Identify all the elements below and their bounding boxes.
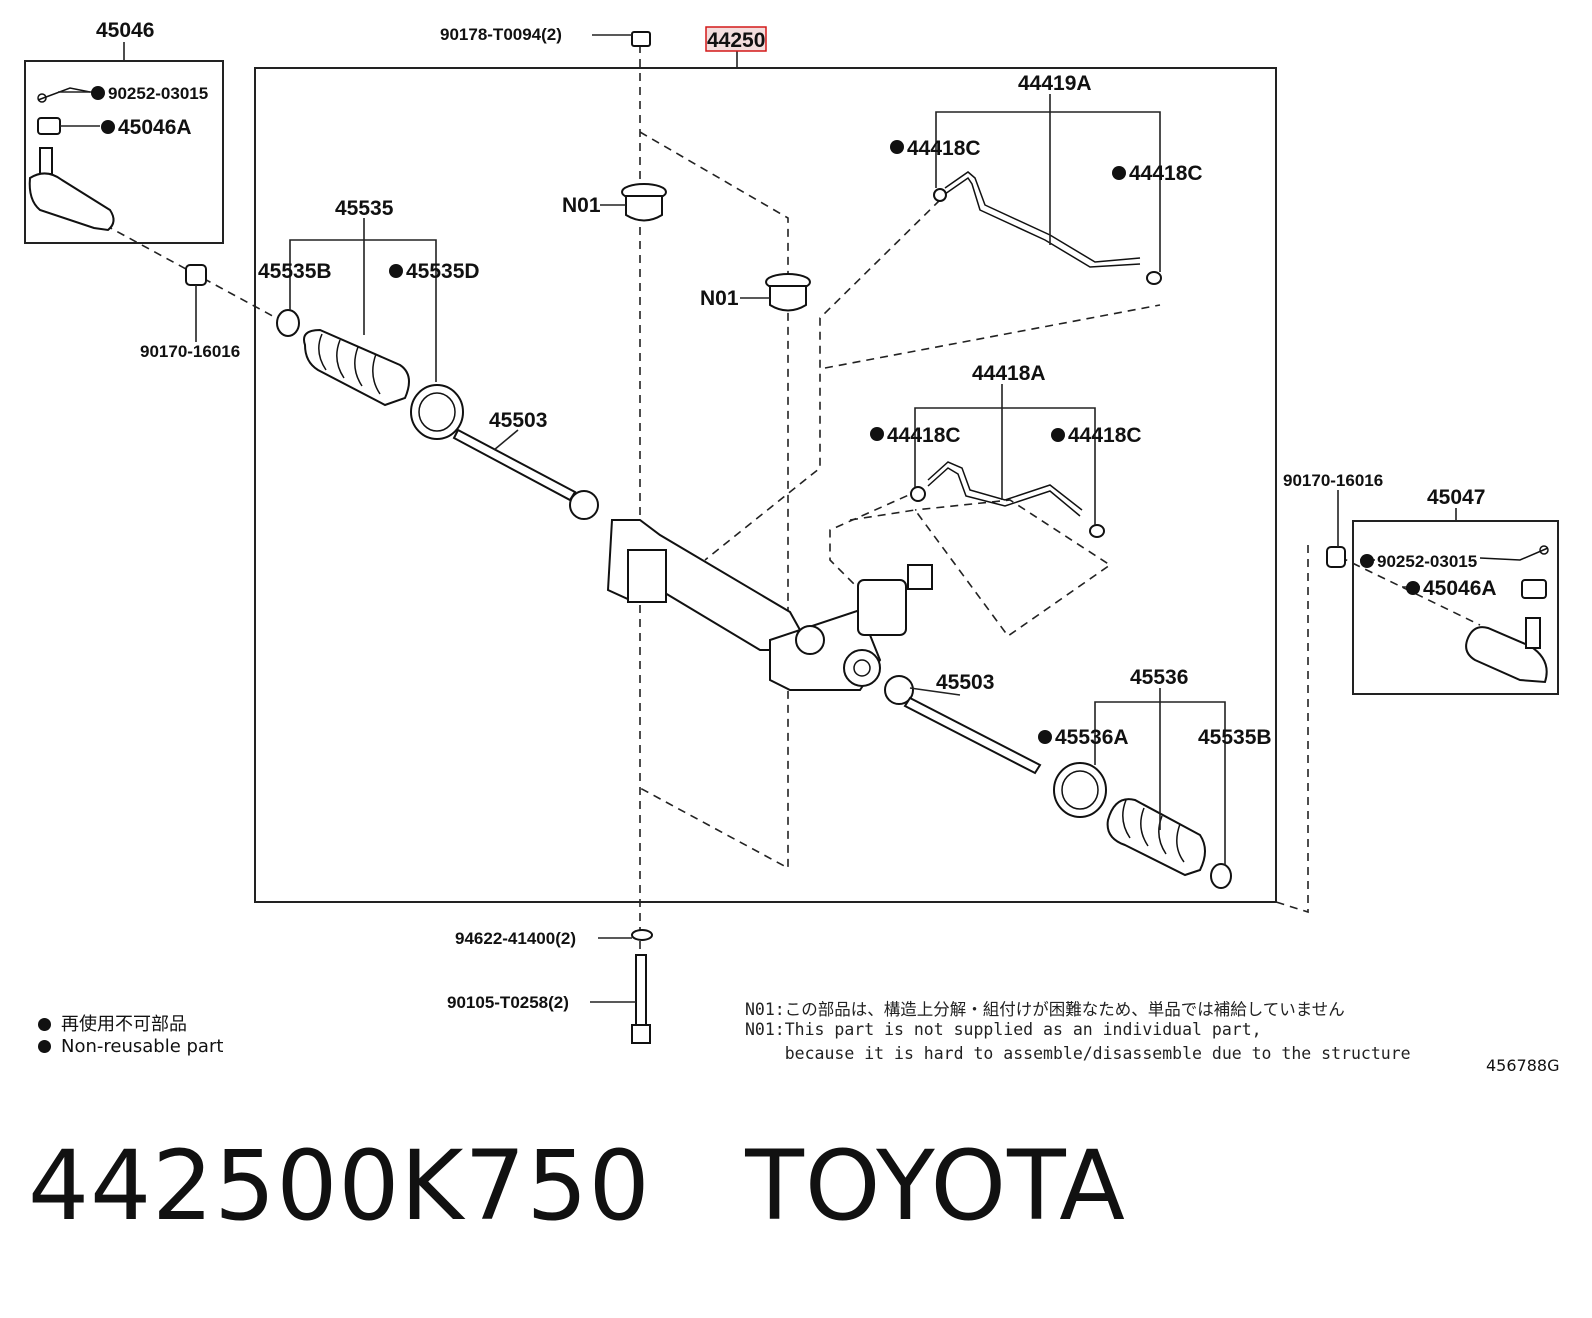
main-part-label[interactable]: 44250	[707, 29, 765, 52]
label-45046[interactable]: 45046	[96, 19, 154, 42]
label-90170-left[interactable]: 90170-16016	[140, 342, 240, 361]
gear-housing-icon	[606, 519, 933, 691]
nut-right-icon	[1521, 579, 1547, 599]
label-45503-right[interactable]: 45503	[936, 671, 994, 694]
label-N01-upper[interactable]: N01	[562, 194, 601, 217]
tie-rod-right-icon	[884, 675, 1042, 775]
tie-rod-left-icon	[452, 428, 599, 520]
clamp-45535B-icon	[276, 309, 300, 337]
label-94622[interactable]: 94622-41400(2)	[455, 929, 576, 948]
cotter-pin-left-icon	[37, 87, 91, 103]
bellows-boot-left-icon	[303, 328, 410, 407]
nut-left-icon	[37, 117, 61, 135]
tie-rod-end-left-icon	[28, 147, 115, 232]
label-90252-left[interactable]: 90252-03015	[108, 84, 208, 103]
tube-44418A-icon	[910, 461, 1105, 538]
label-45046A-right[interactable]: 45046A	[1423, 577, 1497, 600]
label-44418C-2[interactable]: 44418C	[1129, 162, 1203, 185]
footer-caption: 442500K750 TOYOTA	[28, 1130, 1126, 1242]
mount-bushing-lower-icon	[765, 273, 811, 312]
main-part-highlight	[705, 26, 767, 52]
label-45503-left[interactable]: 45503	[489, 409, 547, 432]
label-90178[interactable]: 90178-T0094(2)	[440, 25, 562, 44]
label-44418A[interactable]: 44418A	[972, 362, 1046, 385]
label-90252-right[interactable]: 90252-03015	[1377, 552, 1477, 571]
band-45536A-icon	[1053, 762, 1107, 818]
label-90105[interactable]: 90105-T0258(2)	[447, 993, 569, 1012]
label-45046A-left[interactable]: 45046A	[118, 116, 192, 139]
note-jp: N01:この部品は、構造上分解・組付けが困難なため、単品では補給していません	[745, 1000, 1345, 1019]
mount-bushing-upper-icon	[621, 183, 667, 222]
band-45535D-icon	[410, 384, 464, 440]
legend-en-text: Non-reusable part	[61, 1036, 224, 1057]
label-45535B-left[interactable]: 45535B	[258, 260, 332, 283]
label-45536A[interactable]: 45536A	[1055, 726, 1129, 749]
note-en-line1: N01:This part is not supplied as an indi…	[745, 1020, 1262, 1039]
label-45536[interactable]: 45536	[1130, 666, 1188, 689]
cotter-pin-right-icon	[1479, 545, 1549, 561]
parts-diagram: 44250 45046 90252-03015 45046A 90170-160…	[24, 19, 1559, 1044]
label-44418C-4[interactable]: 44418C	[1068, 424, 1142, 447]
label-44418C-1[interactable]: 44418C	[907, 137, 981, 160]
label-90170-right[interactable]: 90170-16016	[1283, 471, 1383, 490]
figure-id: 456788G	[1486, 1056, 1560, 1075]
footer-brand: TOYOTA	[745, 1130, 1126, 1242]
label-45047[interactable]: 45047	[1427, 486, 1485, 509]
non-reusable-dot-icon	[38, 1018, 51, 1031]
label-N01-lower[interactable]: N01	[700, 287, 739, 310]
legend-jp: 再使用不可部品	[38, 1010, 187, 1036]
label-45535[interactable]: 45535	[335, 197, 394, 220]
tube-44419A-icon	[933, 171, 1162, 285]
label-45535B-right[interactable]: 45535B	[1198, 726, 1272, 749]
bolt-90105-icon	[631, 954, 651, 1044]
legend-jp-text: 再使用不可部品	[61, 1014, 187, 1035]
tie-rod-end-right-icon	[1465, 617, 1548, 684]
non-reusable-dot-icon	[38, 1040, 51, 1053]
label-45535D[interactable]: 45535D	[406, 260, 480, 283]
label-44418C-3[interactable]: 44418C	[887, 424, 961, 447]
washer-94622-icon	[631, 929, 653, 941]
boot-clip-right-icon	[1326, 546, 1346, 568]
footer-part-number: 442500K750	[28, 1130, 651, 1242]
boot-clip-left-icon	[185, 264, 207, 286]
bellows-boot-right-icon	[1106, 798, 1206, 877]
clamp-45535B-right-icon	[1210, 863, 1232, 889]
legend-en: Non-reusable part	[38, 1036, 223, 1057]
note-en-line2: because it is hard to assemble/disassemb…	[745, 1044, 1411, 1063]
nut-90178-icon	[631, 31, 651, 47]
label-44419A[interactable]: 44419A	[1018, 72, 1092, 95]
steering-gear-frame	[254, 67, 1277, 903]
